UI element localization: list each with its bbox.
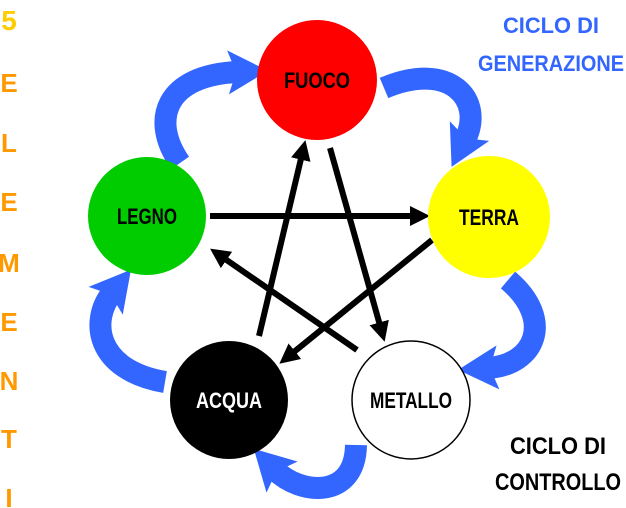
element-label: ACQUA bbox=[196, 388, 262, 413]
element-acqua: ACQUA bbox=[170, 341, 288, 459]
element-label: FUOCO bbox=[284, 68, 350, 93]
side-title-letter: M bbox=[0, 248, 20, 278]
arrow-fuoco-to-metallo bbox=[327, 147, 389, 342]
element-circle bbox=[257, 20, 377, 140]
element-label: LEGNO bbox=[117, 204, 177, 229]
element-circle bbox=[351, 340, 471, 460]
element-terra: TERRA bbox=[428, 156, 550, 278]
element-circle bbox=[170, 341, 288, 459]
generation-cycle-arrows bbox=[88, 50, 546, 499]
side-title-letter: E bbox=[0, 307, 17, 337]
arrow-terra-to-metallo bbox=[458, 271, 546, 390]
side-title-letter: L bbox=[1, 128, 17, 158]
element-circle bbox=[88, 157, 206, 275]
side-title-letter: E bbox=[0, 187, 17, 217]
element-legno: LEGNO bbox=[88, 157, 206, 275]
control-title-line1: CICLO DI bbox=[510, 433, 606, 460]
control-title-line2: CONTROLLO bbox=[495, 469, 621, 496]
side-title-letter: E bbox=[0, 68, 17, 98]
side-title-letter: I bbox=[5, 483, 12, 508]
arrow-fuoco-to-terra bbox=[379, 67, 490, 167]
generation-title-line2: GENERAZIONE bbox=[478, 51, 624, 76]
element-metallo: METALLO bbox=[351, 340, 471, 460]
generation-title-line1: CICLO DI bbox=[503, 13, 599, 38]
arrow-terra-to-acqua bbox=[279, 237, 434, 364]
side-title-number: 5 bbox=[1, 5, 17, 36]
side-title-letter: N bbox=[0, 366, 18, 396]
control-cycle-arrows bbox=[210, 140, 434, 364]
element-circle bbox=[428, 156, 550, 278]
element-fuoco: FUOCO bbox=[257, 20, 377, 140]
arrow-metallo-to-acqua bbox=[253, 444, 367, 499]
arrow-acqua-to-fuoco bbox=[256, 140, 311, 337]
arrow-acqua-to-legno bbox=[88, 269, 168, 393]
generation-title: CICLO DI GENERAZIONE bbox=[478, 13, 624, 76]
arrow-legno-to-fuoco bbox=[154, 50, 268, 170]
element-label: TERRA bbox=[459, 205, 519, 230]
element-label: METALLO bbox=[370, 388, 452, 413]
side-title-letter: T bbox=[1, 424, 17, 454]
element-nodes: FUOCO TERRA METALLO ACQUA LEGNO bbox=[88, 20, 550, 460]
arrow-metallo-to-legno bbox=[210, 248, 359, 353]
control-title: CICLO DI CONTROLLO bbox=[495, 433, 621, 496]
